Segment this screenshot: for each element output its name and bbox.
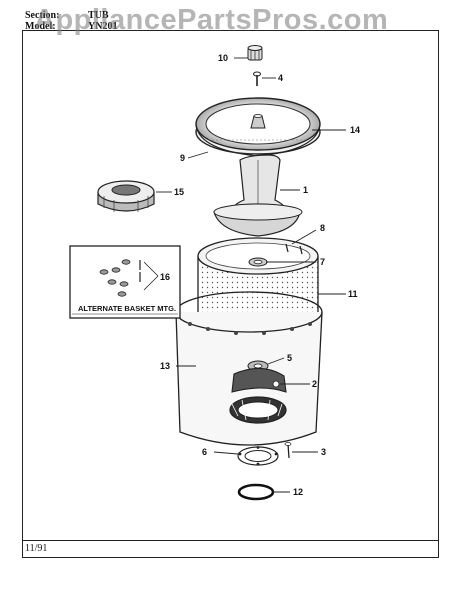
watermark: AppliancePartsPros.com <box>34 4 389 36</box>
callout-14: 14 <box>350 125 360 135</box>
part-1-agitator <box>213 154 303 237</box>
part-12-o-ring <box>237 483 275 501</box>
callout-16: 16 <box>160 272 170 282</box>
part-6-gasket <box>237 446 279 466</box>
callout-7: 7 <box>320 257 325 267</box>
part-15-balance-ring <box>97 180 155 212</box>
footer-rule <box>22 540 439 541</box>
callout-4: 4 <box>278 73 283 83</box>
callout-12: 12 <box>293 487 303 497</box>
callout-8: 8 <box>320 223 325 233</box>
callout-15: 15 <box>174 187 184 197</box>
diagram-frame <box>22 30 439 558</box>
part-13-outer-tub <box>175 291 323 459</box>
alternate-basket-inset <box>69 245 181 319</box>
callout-2: 2 <box>312 379 317 389</box>
callout-11: 11 <box>348 289 358 299</box>
part-4-screw <box>253 71 261 86</box>
section-label: Section: <box>25 10 60 21</box>
leader-lines <box>156 57 346 493</box>
inset-caption: ALTERNATE BASKET MTG. <box>78 304 176 313</box>
callout-3: 3 <box>321 447 326 457</box>
callout-5: 5 <box>287 353 292 363</box>
callout-1: 1 <box>303 185 308 195</box>
section-value: TUB <box>88 10 109 21</box>
part-10-cap <box>247 45 263 61</box>
model-value: YN201 <box>88 21 118 32</box>
model-label: Model: <box>25 21 56 32</box>
part-14-tub-ring <box>195 97 321 157</box>
footer-date: 11/91 <box>25 543 48 554</box>
callout-6: 6 <box>202 447 207 457</box>
callout-10: 10 <box>218 53 228 63</box>
callout-13: 13 <box>160 361 170 371</box>
callout-9: 9 <box>180 153 185 163</box>
inset-parts-16 <box>99 259 159 297</box>
